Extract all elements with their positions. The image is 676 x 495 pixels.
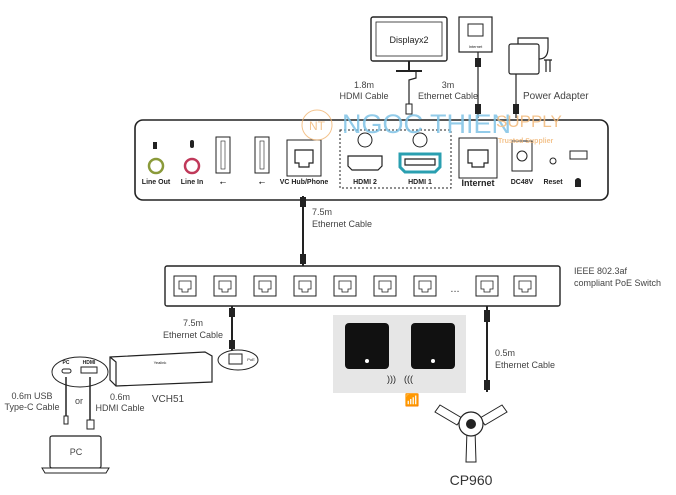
switch-port <box>213 275 237 297</box>
line-in-port <box>183 157 201 175</box>
hdmi2-label: HDMI 2 <box>353 179 377 186</box>
hdmi1-label: HDMI 1 <box>408 179 432 186</box>
svg-text:Yealink: Yealink <box>154 360 167 365</box>
usbc-cable-length: 0.6m USB <box>11 391 52 401</box>
svg-text:NGOC THIEN: NGOC THIEN <box>342 109 511 139</box>
vch51-pc-port-label: PC <box>63 360 70 366</box>
cp960-phone: CP960 <box>434 404 508 488</box>
internet-port <box>458 137 498 179</box>
switch-port-jack <box>338 280 352 293</box>
hdmi2-port <box>347 155 383 171</box>
display-label: Displayx2 <box>389 35 428 45</box>
switch-port <box>293 275 317 297</box>
touch-panels: ))) ((( <box>333 315 466 393</box>
pc-hdmi-cable-length: 0.6m <box>110 392 130 402</box>
switch-port <box>253 275 277 297</box>
cp960-label: CP960 <box>450 472 493 488</box>
vc-hub-port <box>286 139 322 177</box>
line-out-label: Line Out <box>142 179 171 186</box>
hdmi-cable-label: HDMI Cable <box>339 91 388 101</box>
internet-jack-label: Internet <box>469 44 483 49</box>
switch-port-jack <box>178 280 192 293</box>
switch-port <box>373 275 397 297</box>
switch-port-jack <box>258 280 272 293</box>
cp-cable-length: 0.5m <box>495 348 515 358</box>
hdmi-cable-length: 1.8m <box>354 80 374 90</box>
wireless-icon: ((( <box>404 374 413 384</box>
switch-port-jack <box>218 280 232 293</box>
switch-port-jack <box>518 280 532 293</box>
power-adapter: Power Adapter <box>508 37 589 118</box>
vch51-label: VCH51 <box>152 394 185 405</box>
eth-cable-length-top: 3m <box>442 80 455 90</box>
poe-switch: ... <box>164 265 561 307</box>
switch-port <box>475 275 499 297</box>
display: Displayx2 <box>370 16 448 115</box>
switch-port <box>173 275 197 297</box>
switch-label-1: IEEE 802.3af <box>574 266 628 276</box>
reset-button <box>549 157 557 165</box>
eth-cable-label-top: Ethernet Cable <box>418 91 478 101</box>
vch-cable-length: 7.5m <box>183 318 203 328</box>
power-adapter-label: Power Adapter <box>523 91 589 102</box>
switch-ellipsis: ... <box>450 283 459 295</box>
or-label: or <box>75 396 83 406</box>
hub-cable-length: 7.5m <box>312 207 332 217</box>
main-device: Line Out Line In ⭠ ⭠ VC Hub/Phone HDMI 2… <box>134 119 609 201</box>
dc-label: DC48V <box>511 179 534 186</box>
usb-icon: ⭠ <box>259 178 266 187</box>
svg-text:PoE: PoE <box>247 357 255 362</box>
microphone-icon <box>190 140 194 148</box>
switch-port-jack <box>418 280 432 293</box>
internet-label: Internet <box>461 178 494 188</box>
vch51-hdmi-port-label: HDMI <box>83 360 96 366</box>
vch-cable-label: Ethernet Cable <box>163 330 223 340</box>
line-in-label: Line In <box>181 179 204 186</box>
svg-text:NT: NT <box>309 119 326 133</box>
switch-port <box>333 275 357 297</box>
usbc-cable-label: Type-C Cable <box>4 402 59 412</box>
internet-wall-jack: Internet <box>458 16 493 118</box>
svg-text:SUPPLY: SUPPLY <box>496 112 562 131</box>
speaker-icon <box>153 142 157 149</box>
line-out-port <box>147 157 165 175</box>
svg-text:Trusted Supplier: Trusted Supplier <box>498 138 554 145</box>
switch-port-jack <box>378 280 392 293</box>
vc-hub-label: VC Hub/Phone <box>280 179 329 186</box>
pc-hdmi-cable-label: HDMI Cable <box>95 403 144 413</box>
switch-port-jack <box>298 280 312 293</box>
wifi-icon: 📶 <box>405 393 420 407</box>
hdmi1-port <box>398 152 442 174</box>
hub-cable-label: Ethernet Cable <box>312 219 372 229</box>
reset-label: Reset <box>543 179 563 186</box>
switch-port <box>513 275 537 297</box>
usb-icon: ⭠ <box>220 178 227 187</box>
switch-port <box>413 275 437 297</box>
cp-cable-label: Ethernet Cable <box>495 360 555 370</box>
lock-icon <box>575 178 581 187</box>
switch-port-jack <box>480 280 494 293</box>
wireless-icon: ))) <box>387 374 396 384</box>
switch-label-2: compliant PoE Switch <box>574 278 661 288</box>
pc-label: PC <box>70 447 83 457</box>
watermark-logo: NT NGOC THIEN SUPPLY Trusted Supplier <box>301 109 562 145</box>
pc-laptop: PC <box>41 435 110 474</box>
